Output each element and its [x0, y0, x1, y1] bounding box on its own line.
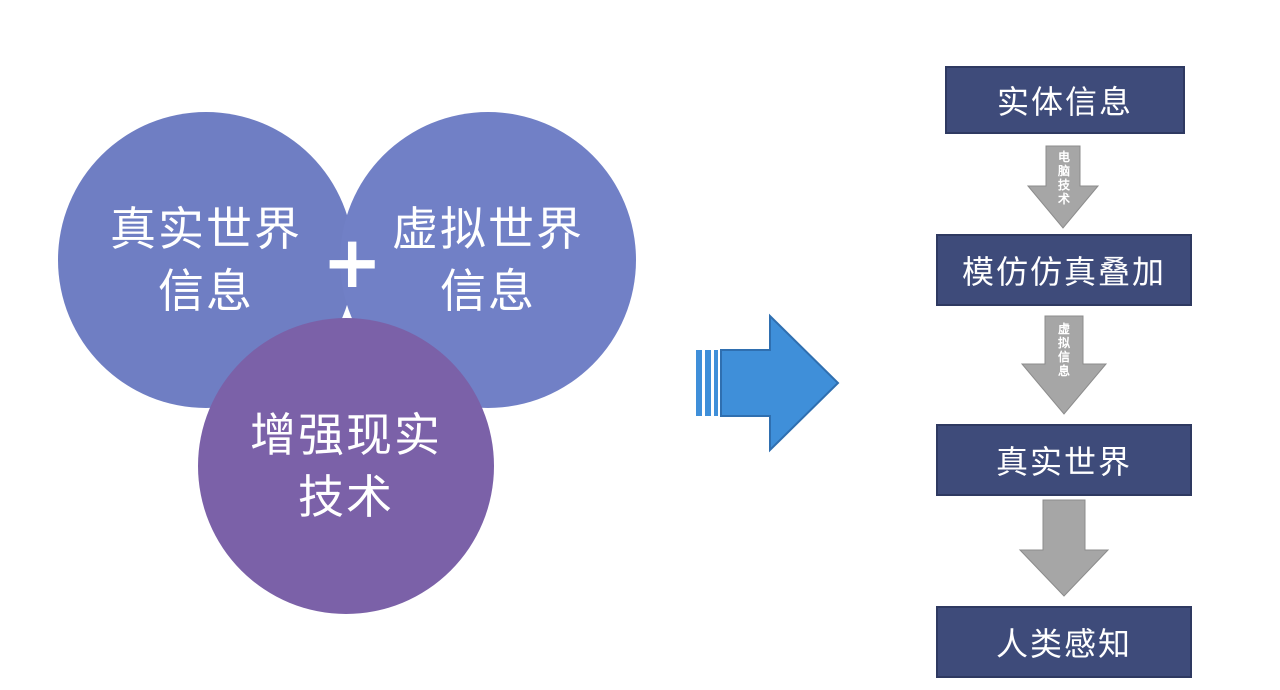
- arrow-label-virtual-info: 虚拟信息: [1057, 322, 1070, 378]
- circle-ar-technology: 增强现实 技术: [198, 318, 494, 614]
- circle-text-line: 真实世界: [110, 202, 302, 256]
- arrow-label-computer-tech: 电脑技术: [1057, 150, 1070, 206]
- blue-arrow-stripe: [696, 350, 702, 416]
- circle-text-line: 虚拟世界: [392, 202, 584, 256]
- flow-step-real-world: 真实世界: [936, 424, 1192, 496]
- gray-down-arrow-1: [1026, 145, 1100, 229]
- blue-arrow-stripe: [705, 350, 711, 416]
- blue-arrow-body: [720, 313, 840, 453]
- circle-text-line: 信息: [158, 264, 254, 318]
- gray-down-arrow-3: [1018, 499, 1110, 597]
- circle-text-line: 增强现实: [250, 408, 442, 462]
- flow-step-entity-info: 实体信息: [945, 66, 1185, 134]
- circle-text-line: 技术: [298, 470, 394, 524]
- flow-step-simulation-overlay: 模仿仿真叠加: [936, 234, 1192, 306]
- blue-arrow-stripe: [714, 350, 718, 416]
- gray-down-arrow-2: [1020, 315, 1108, 415]
- big-blue-arrow: [696, 313, 840, 453]
- plus-icon: +: [322, 220, 383, 304]
- circle-text-line: 信息: [440, 264, 536, 318]
- flow-step-human-perception: 人类感知: [936, 606, 1192, 678]
